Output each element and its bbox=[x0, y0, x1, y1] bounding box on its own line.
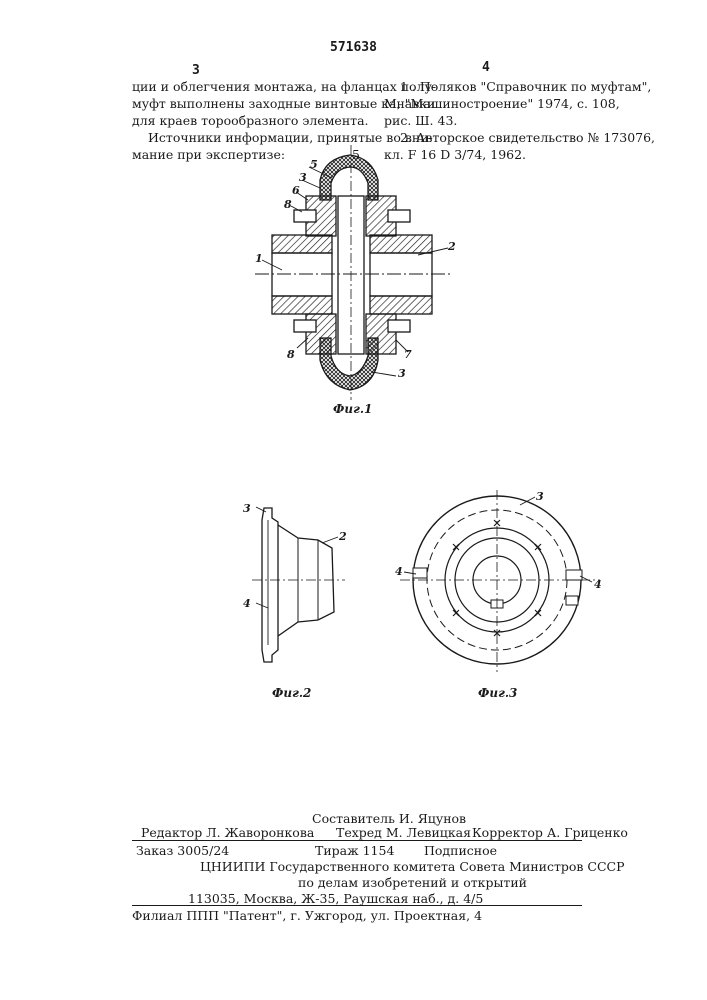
org-line-1: ЦНИИПИ Государственного комитета Совета … bbox=[200, 858, 625, 875]
editor-line: Редактор Л. Жаворонкова bbox=[141, 824, 314, 841]
fig3-label-3: 3 bbox=[536, 490, 544, 503]
circulation-line: Тираж 1154 bbox=[315, 842, 394, 859]
corrector-line: Корректор А. Гриценко bbox=[472, 824, 628, 841]
figure-3-caption: Фиг.3 bbox=[478, 686, 517, 700]
branch-line: Филиал ППП "Патент", г. Ужгород, ул. Про… bbox=[132, 907, 482, 924]
footer-rule-bottom bbox=[132, 905, 582, 906]
org-line-2: по делам изобретений и открытий bbox=[298, 874, 527, 891]
fig3-label-4-left: 4 bbox=[395, 565, 403, 578]
footer-rule-top bbox=[132, 840, 582, 841]
techred-line: Техред М. Левицкая bbox=[336, 824, 471, 841]
subscription-line: Подписное bbox=[424, 842, 497, 859]
order-line: Заказ 3005/24 bbox=[136, 842, 229, 859]
fig3-label-4-right: 4 bbox=[594, 578, 602, 591]
